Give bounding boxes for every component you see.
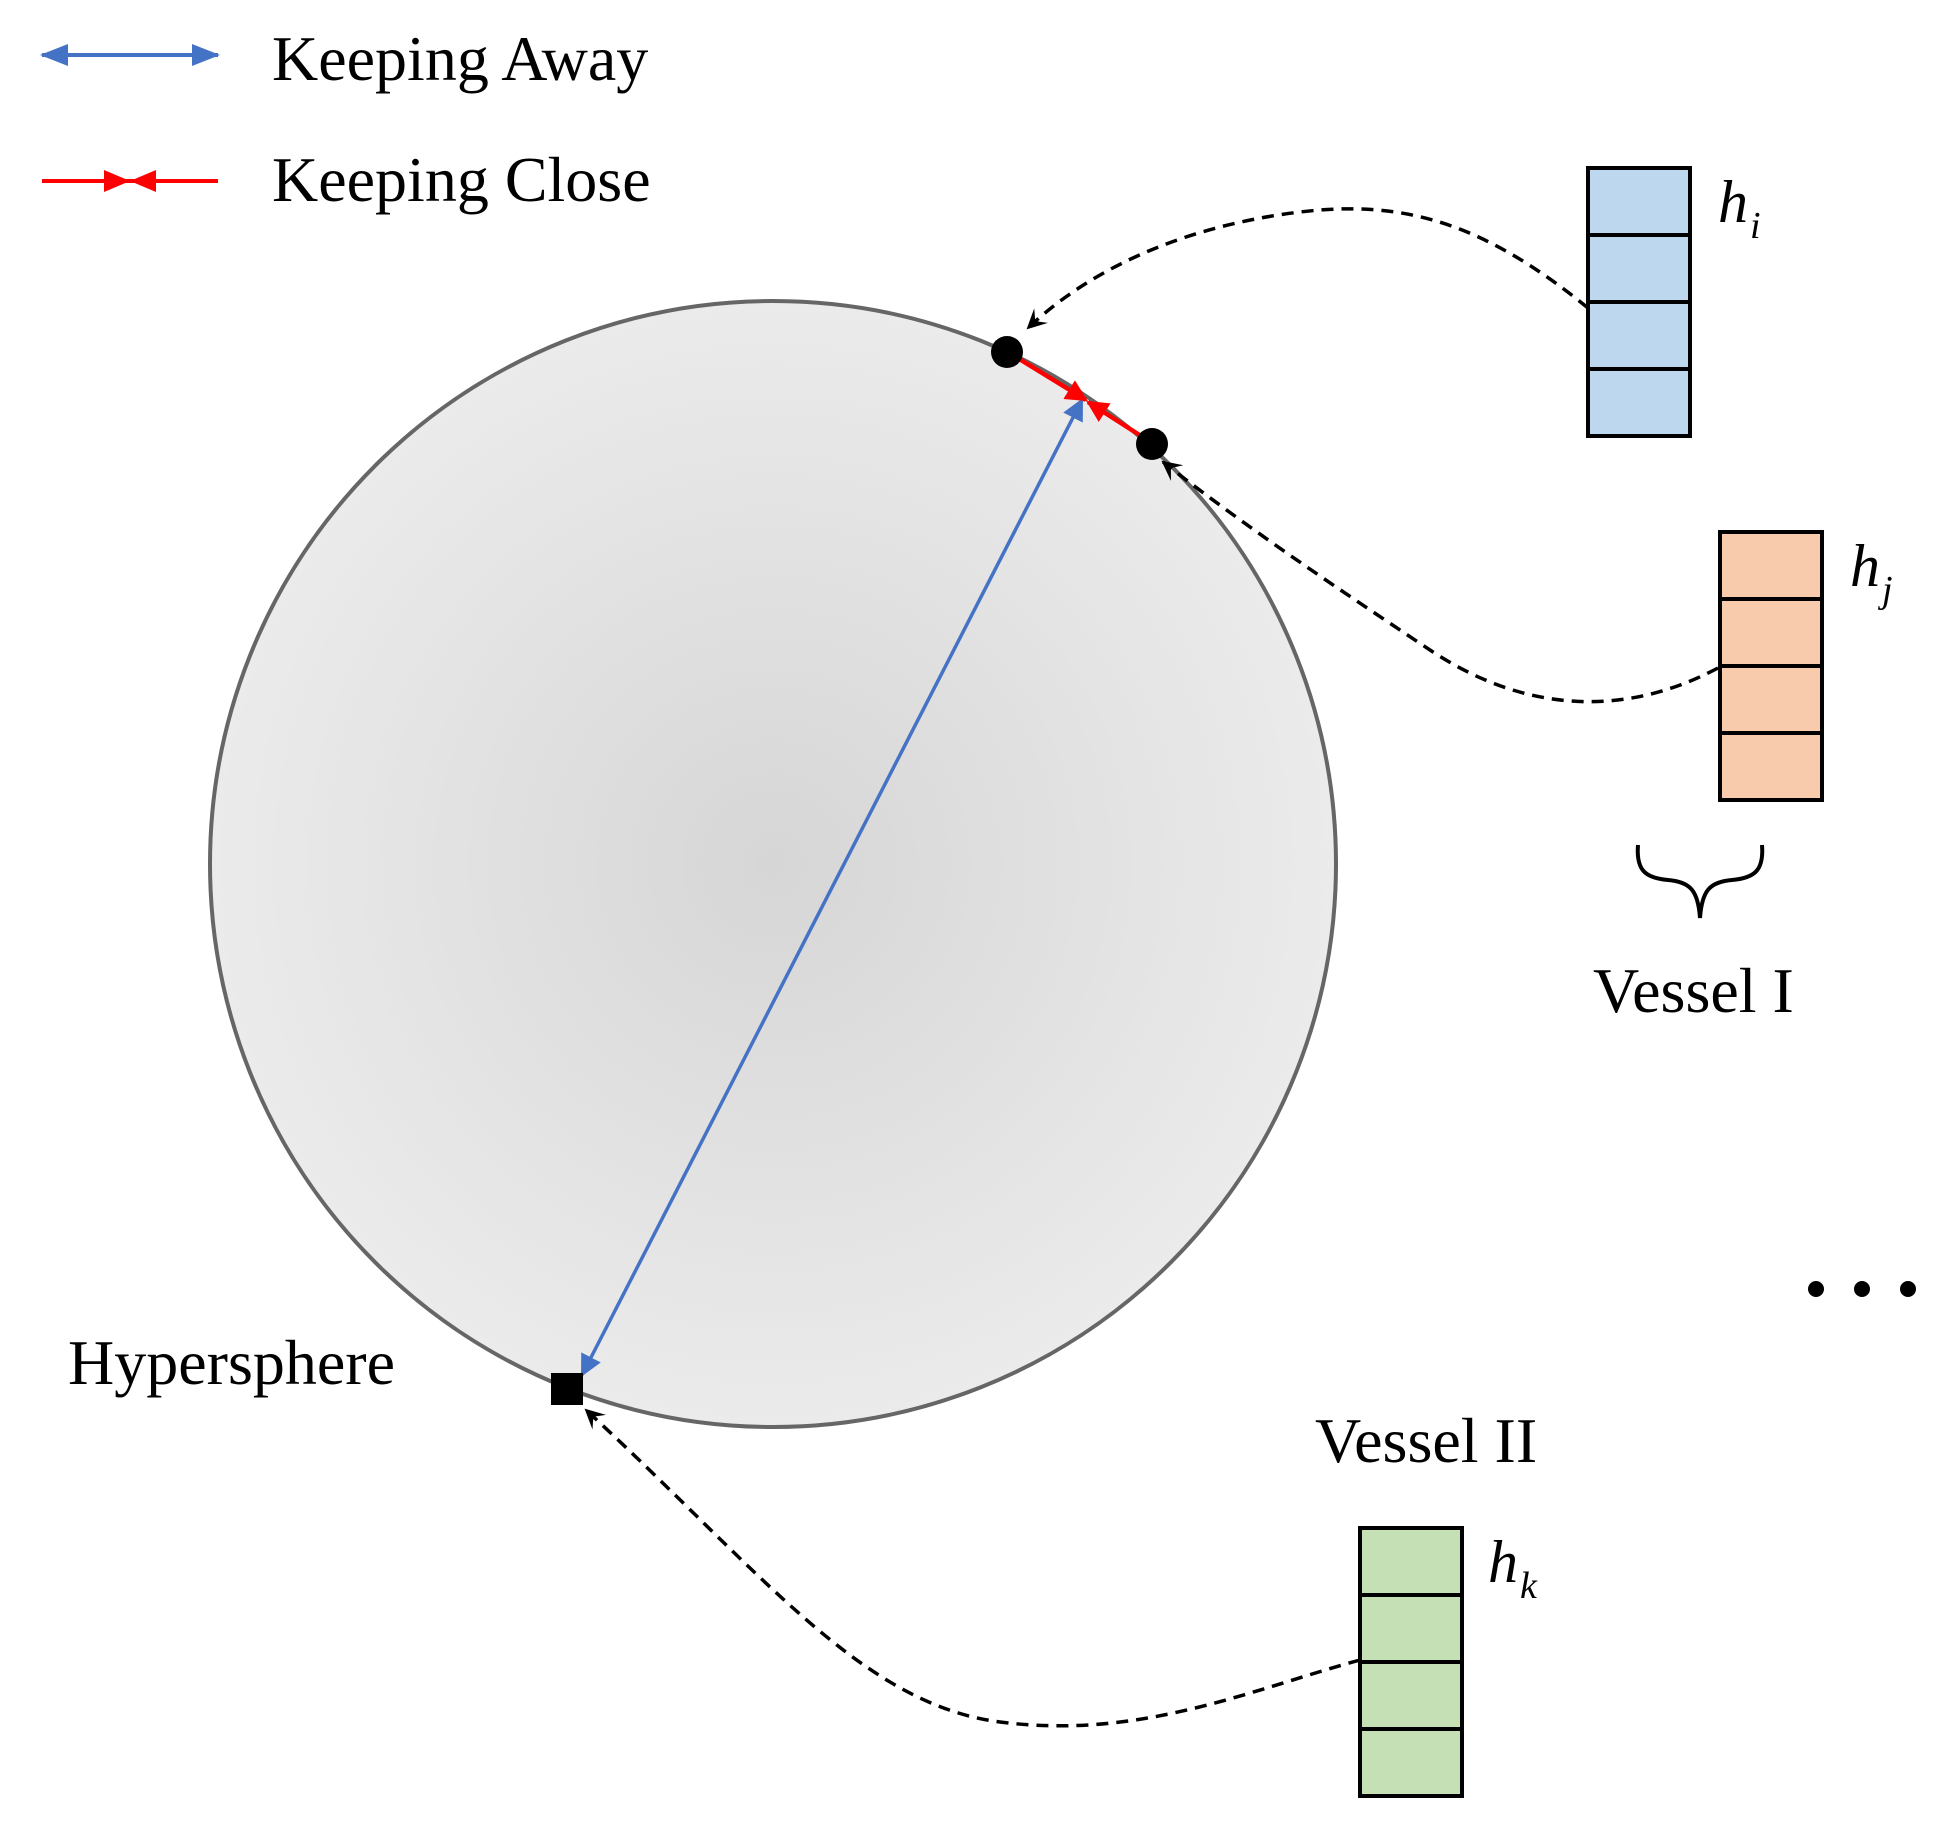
keeping-close-label: Keeping Close	[272, 144, 651, 215]
ellipsis-dots	[1808, 1281, 1916, 1297]
mapping-curve-hj	[1161, 460, 1719, 704]
hypersphere-circle	[208, 299, 1338, 1429]
hj-label: hj	[1850, 533, 1893, 611]
keeping-away-arrow	[580, 398, 1084, 1377]
vessel-1-label: Vessel I	[1593, 955, 1794, 1026]
keeping-away-legend-arrow	[40, 44, 220, 66]
vessel-1-brace	[1635, 844, 1765, 919]
mapping-curve-hi	[1026, 207, 1590, 330]
legend: Keeping Away Keeping Close	[40, 23, 651, 215]
vector-hi	[1586, 166, 1692, 438]
hi-label: hi	[1718, 169, 1761, 247]
vector-hk	[1358, 1526, 1464, 1798]
keeping-away-label: Keeping Away	[272, 23, 648, 94]
keeping-close-arrow-a	[1006, 350, 1088, 402]
vessel-2-label: Vessel II	[1315, 1405, 1537, 1476]
keeping-close-legend-arrow	[42, 170, 218, 192]
vector-hj	[1718, 530, 1824, 802]
point-hk	[551, 1373, 583, 1405]
mapping-curve-hk	[584, 1408, 1361, 1728]
point-hj	[1136, 428, 1168, 460]
hk-label: hk	[1488, 1529, 1538, 1607]
point-hi	[991, 336, 1023, 368]
hypersphere-label: Hypersphere	[68, 1327, 395, 1398]
